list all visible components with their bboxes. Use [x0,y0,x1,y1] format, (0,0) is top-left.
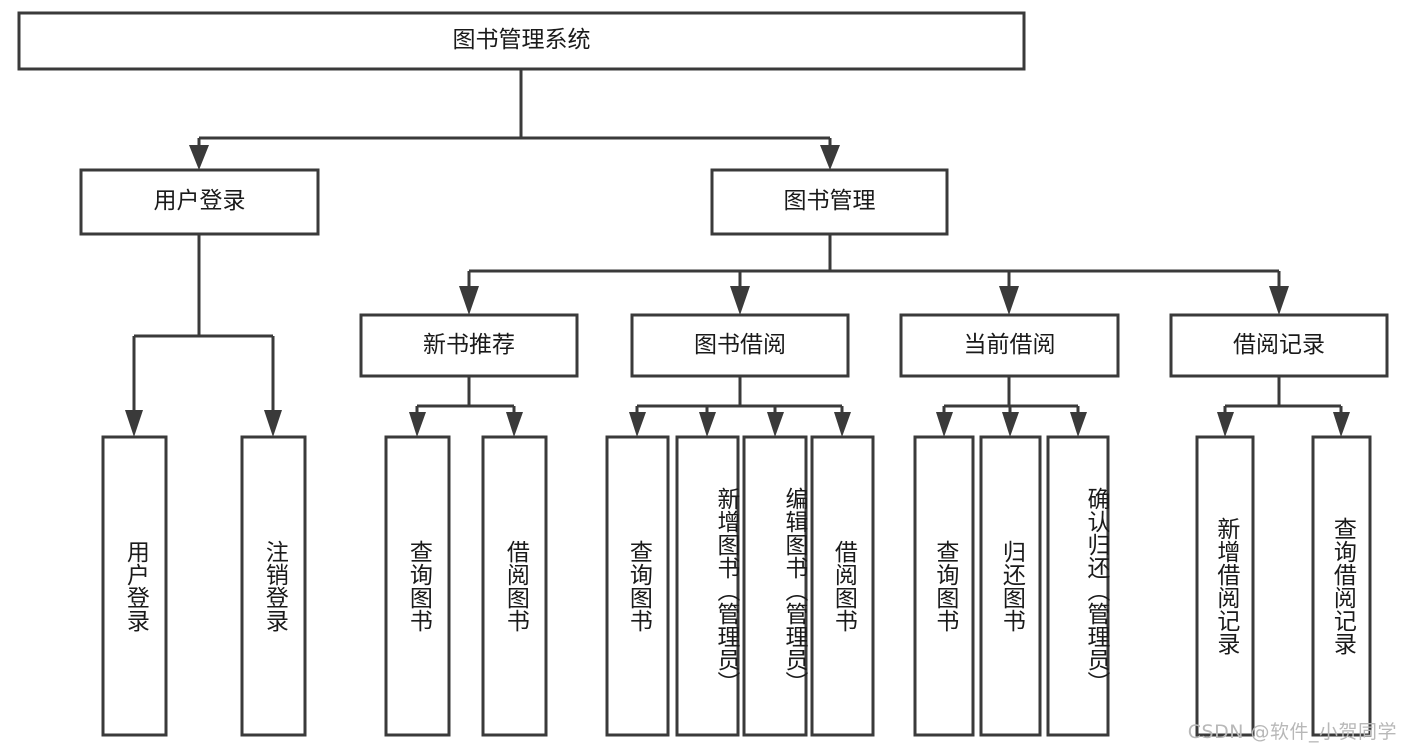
arrow-to-leaf-logout [264,410,282,437]
arrow-to-current-borrow [999,286,1019,315]
node-user-login[interactable] [79,168,320,236]
arrow-to-leaf-confirm-return [1070,412,1087,437]
arrow-to-borrow-record [1269,286,1289,315]
arrow-to-book-borrow [730,286,750,315]
node-leaf-add-book[interactable] [675,435,740,737]
node-leaf-add-record[interactable] [1195,435,1255,737]
arrow-to-leaf-return-book [1002,412,1019,437]
node-new-book-rec[interactable] [359,313,579,378]
node-leaf-return-book[interactable] [979,435,1042,737]
node-leaf-confirm-return[interactable] [1046,435,1110,737]
node-borrow-record[interactable] [1169,313,1389,378]
arrow-to-book-manage [820,145,840,170]
arrow-to-new-book-rec [459,286,479,315]
arrow-to-user-login [189,145,209,170]
node-leaf-query-book-3[interactable] [913,435,975,737]
arrow-to-leaf-borrow-book-2 [834,412,851,437]
node-leaf-edit-book[interactable] [742,435,808,737]
arrow-to-leaf-query-book-2 [629,412,646,437]
connector-layer [125,69,1350,437]
node-leaf-query-book-1[interactable] [384,435,451,737]
node-leaf-logout[interactable] [240,435,307,737]
arrow-to-leaf-edit-book [767,412,784,437]
arrow-to-leaf-add-record [1217,412,1234,437]
arrow-to-leaf-query-book-1 [409,412,426,437]
node-leaf-query-record[interactable] [1311,435,1372,737]
node-book-borrow[interactable] [630,313,850,378]
node-layer [17,11,1389,737]
arrow-to-leaf-query-record [1333,412,1350,437]
node-leaf-query-book-2[interactable] [605,435,670,737]
arrow-to-leaf-borrow-book-1 [506,412,523,437]
arrow-to-leaf-add-book [699,412,716,437]
arrow-to-leaf-query-book-3 [936,412,953,437]
node-leaf-borrow-book-2[interactable] [810,435,875,737]
node-leaf-user-login[interactable] [101,435,168,737]
node-leaf-borrow-book-1[interactable] [481,435,548,737]
node-root[interactable] [17,11,1026,71]
arrow-to-leaf-user-login [125,410,143,437]
node-book-manage[interactable] [710,168,949,236]
node-current-borrow[interactable] [899,313,1120,378]
